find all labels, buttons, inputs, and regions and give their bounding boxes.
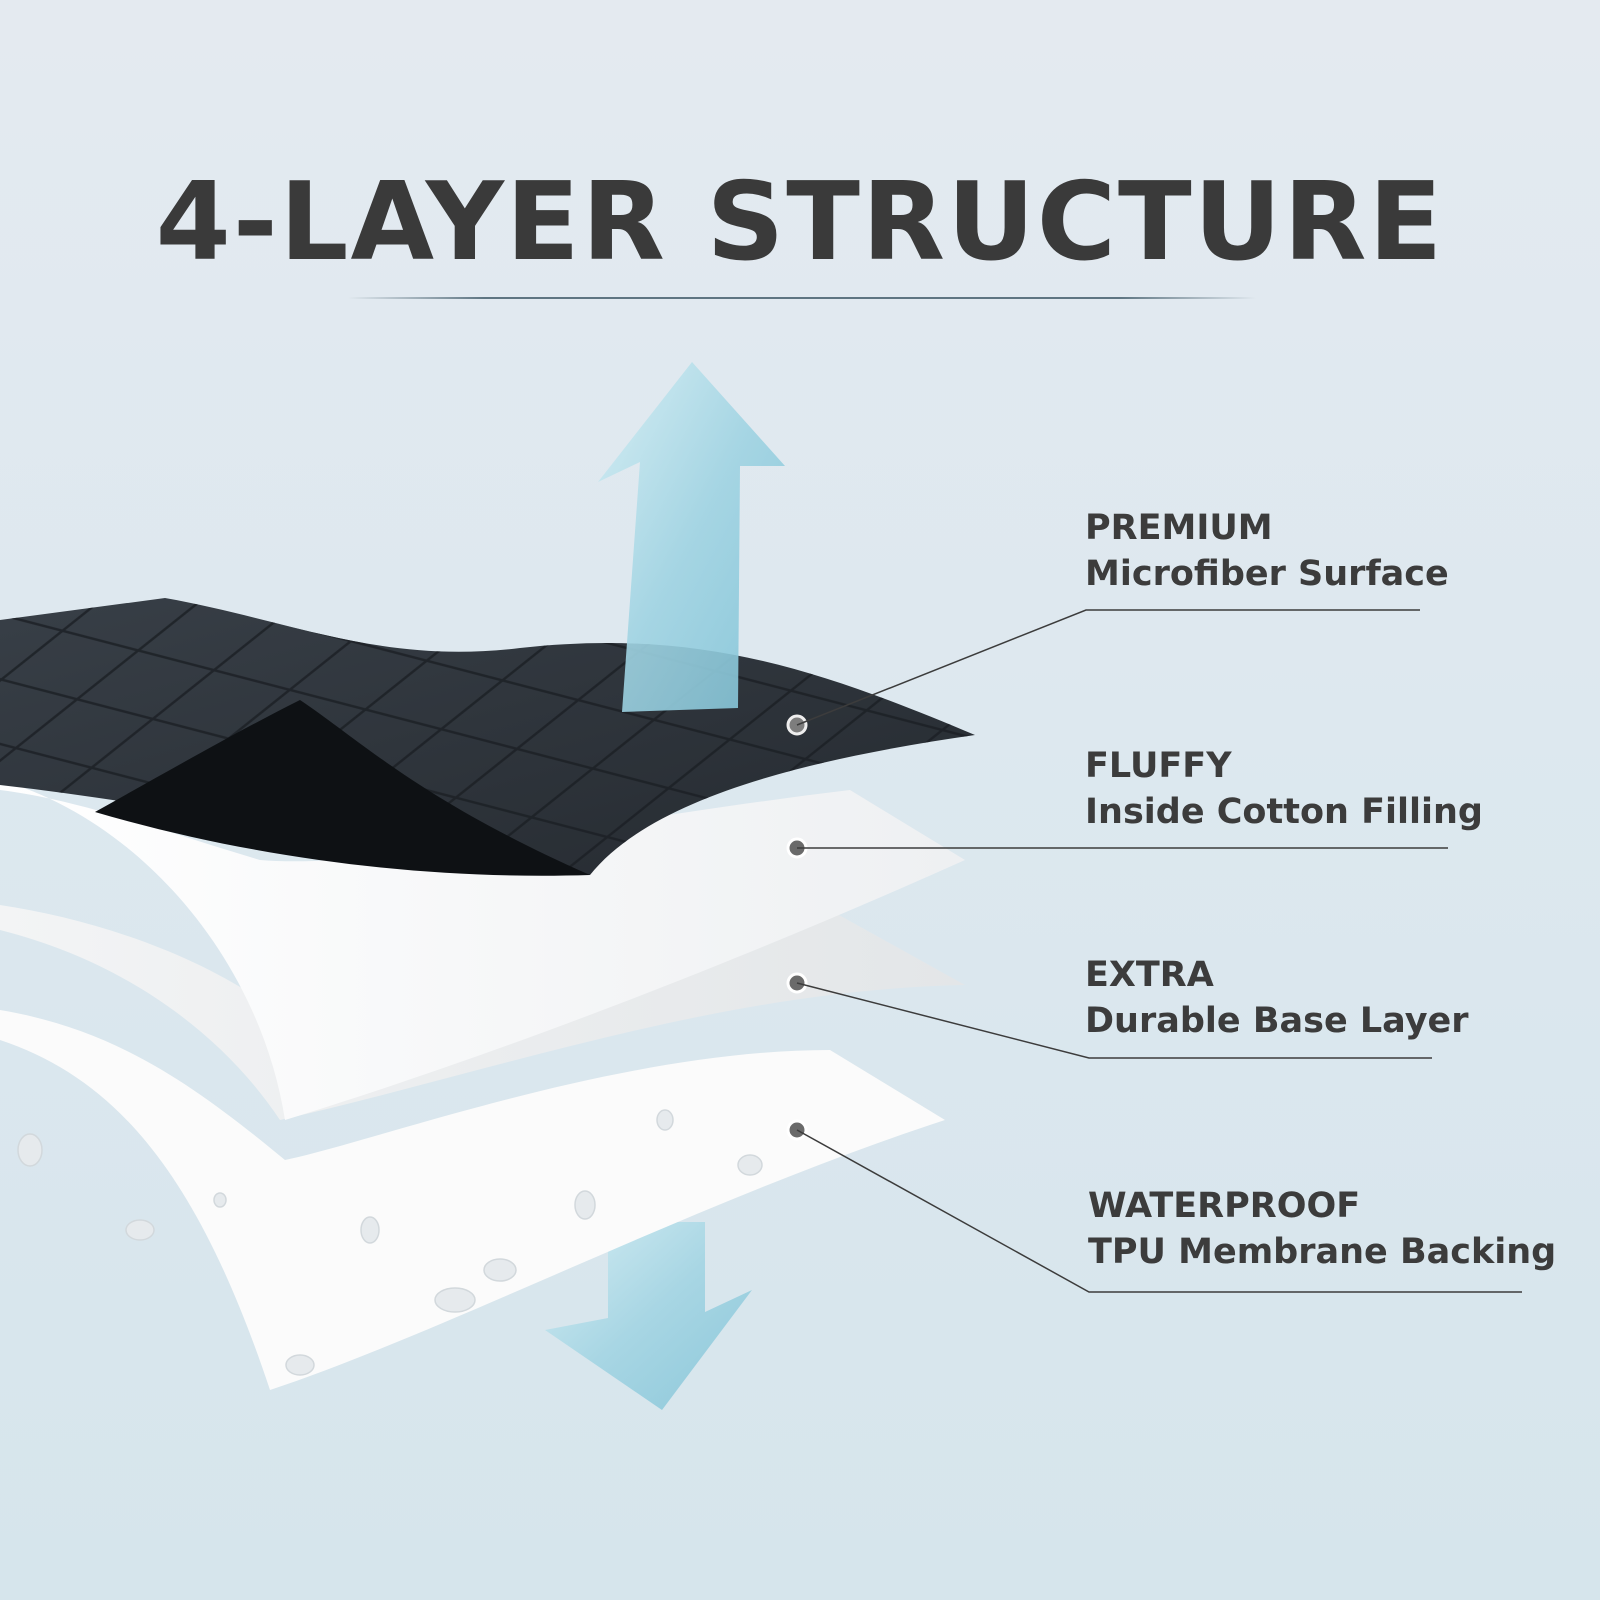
label-description: Microfiber Surface	[1085, 554, 1449, 594]
page-title: 4-LAYER STRUCTURE	[155, 160, 1445, 285]
label-heading: PREMIUM	[1085, 508, 1273, 548]
label-description: TPU Membrane Backing	[1088, 1232, 1557, 1272]
callout-waterproof	[786, 1119, 1522, 1293]
label-heading: EXTRA	[1085, 955, 1214, 995]
label-heading: WATERPROOF	[1088, 1186, 1361, 1226]
label-heading: FLUFFY	[1085, 746, 1232, 786]
callout-premium	[786, 609, 1420, 736]
label-extra: EXTRA Durable Base Layer	[1085, 952, 1469, 1044]
label-fluffy: FLUFFY Inside Cotton Filling	[1085, 743, 1483, 835]
callout-fluffy	[786, 837, 1448, 859]
label-waterproof: WATERPROOF TPU Membrane Backing	[1088, 1183, 1556, 1275]
cotton-filling-layer	[0, 780, 965, 1120]
callout-extra	[786, 972, 1432, 1059]
title-underline	[348, 297, 1256, 299]
down-arrow-icon	[545, 1222, 752, 1410]
label-premium: PREMIUM Microfiber Surface	[1085, 505, 1449, 597]
up-arrow-icon	[598, 362, 785, 712]
label-description: Durable Base Layer	[1085, 1001, 1469, 1041]
label-description: Inside Cotton Filling	[1085, 792, 1483, 832]
waterproof-membrane-layer	[0, 1010, 945, 1390]
